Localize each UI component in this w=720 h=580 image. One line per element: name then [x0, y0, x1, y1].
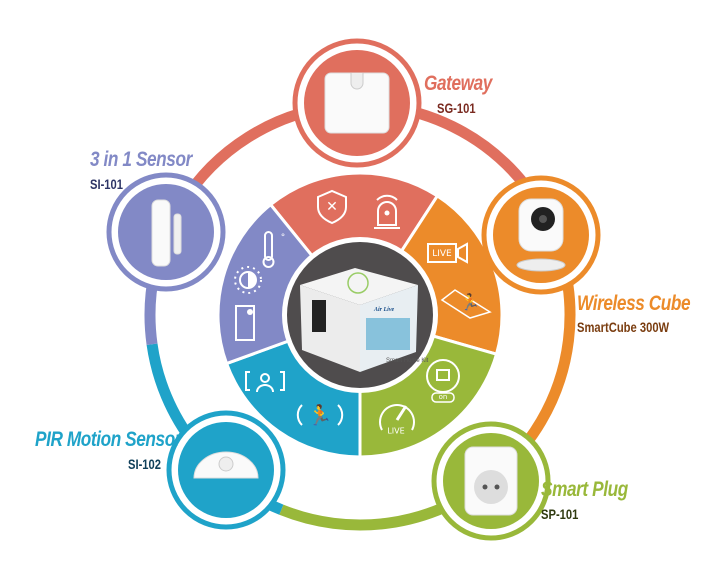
smart-plug-device-image — [464, 446, 518, 516]
wireless-cube-device-image — [516, 198, 566, 272]
wireless-cube-model: SmartCube 300W — [577, 319, 670, 335]
svg-text:LIVE: LIVE — [387, 427, 404, 436]
motion-sensor-icon: 🏃 — [296, 403, 344, 427]
product-box-label: Smart Home Kit — [386, 358, 429, 364]
svg-text:LIVE: LIVE — [432, 249, 452, 259]
speed-gauge-live-icon: LIVE — [379, 404, 415, 436]
product-box-image: Air Live Smart Home Kit — [300, 268, 429, 372]
smart-plug-model: SP-101 — [541, 506, 579, 522]
device-node-3in1-sensor — [106, 172, 226, 292]
svg-text:🏃: 🏃 — [308, 403, 333, 427]
device-nodes — [106, 38, 601, 541]
svg-text:°: ° — [281, 233, 286, 243]
device-node-gateway — [292, 38, 422, 168]
svg-text:🏃: 🏃 — [460, 293, 480, 312]
svg-text:on: on — [439, 393, 448, 401]
device-node-pir-motion-sensor — [166, 410, 286, 530]
live-camera-icon: LIVE — [427, 242, 468, 264]
alarm-siren-icon — [374, 194, 400, 229]
feature-icons: ✕ ° LIVE 🏃 on LIVE 🏃 — [234, 189, 492, 436]
plug-on-icon: on — [426, 359, 460, 403]
pir-motion-sensor-label: PIR Motion Sensor — [35, 428, 182, 451]
smart-plug-label: Smart Plug — [541, 478, 628, 501]
thermometer-icon: ° — [262, 231, 286, 268]
motion-detection-icon: 🏃 — [440, 289, 492, 319]
wireless-cube-label: Wireless Cube — [577, 292, 691, 315]
gateway-model: SG-101 — [437, 100, 476, 116]
3in1-sensor-label: 3 in 1 Sensor — [90, 148, 192, 171]
gateway-device-image — [324, 72, 390, 134]
brightness-icon — [234, 266, 262, 294]
tools-shield-icon: ✕ — [317, 189, 347, 225]
door-intrusion-icon — [235, 305, 255, 341]
pir-motion-sensor-device-image — [193, 451, 259, 479]
gateway-label: Gateway — [424, 72, 492, 95]
device-node-wireless-cube — [481, 175, 601, 295]
3in1-sensor-device-image — [151, 199, 182, 267]
3in1-sensor-model: SI-101 — [90, 176, 123, 192]
face-recognition-icon — [245, 371, 285, 393]
product-box-brand-logo: Air Live — [373, 307, 394, 313]
pir-motion-sensor-model: SI-102 — [128, 456, 161, 472]
svg-text:✕: ✕ — [326, 199, 338, 215]
device-node-smart-plug — [431, 421, 551, 541]
